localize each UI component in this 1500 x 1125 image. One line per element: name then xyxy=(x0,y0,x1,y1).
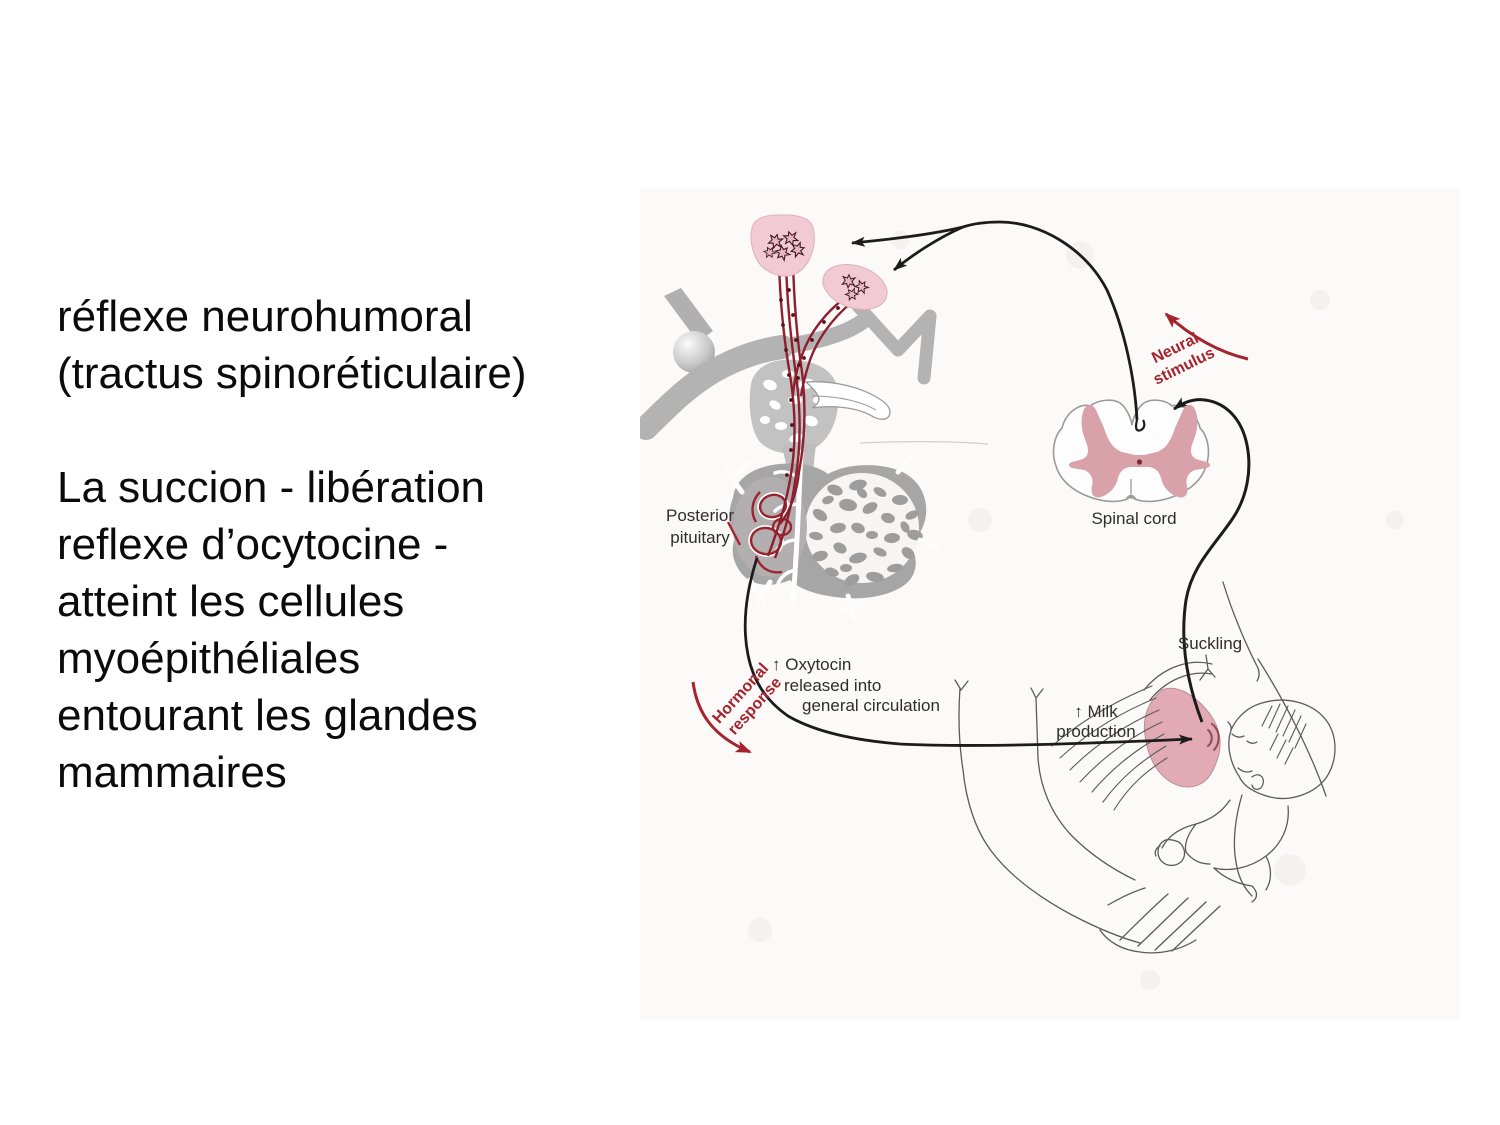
milk-production-label: production xyxy=(1056,722,1135,741)
axon-strand xyxy=(779,261,806,525)
baby-fist xyxy=(1154,838,1186,867)
breast-shape xyxy=(1143,687,1221,788)
paraventricular-nucleus xyxy=(750,214,815,277)
text-line: (tractus spinoréticulaire) xyxy=(57,349,527,398)
posterior-pituitary-label: pituitary xyxy=(670,528,730,547)
red-tick-mark xyxy=(726,521,742,546)
mother-arm-inner-edge xyxy=(1037,757,1136,881)
oxytocin-label: released into xyxy=(784,676,881,695)
pituitary-gland xyxy=(723,449,941,621)
axon-strand-son xyxy=(791,296,847,396)
baby-back-line xyxy=(1233,794,1253,897)
chest-hatch-lines xyxy=(1051,685,1168,811)
neural-path-ascending xyxy=(962,220,1139,421)
neural-path-hook xyxy=(1134,419,1146,432)
spinal-cord-label: Spinal cord xyxy=(1091,509,1176,528)
scan-noise xyxy=(748,231,1404,990)
slide-text: réflexe neurohumoral (tractus spinorétic… xyxy=(57,288,637,801)
mother-neck-line xyxy=(1222,581,1260,682)
gray-matter-butterfly xyxy=(1069,404,1210,498)
spinal-cord-section xyxy=(1052,399,1210,503)
neural-stimulus-arrow xyxy=(1164,312,1249,361)
oxytocin-label: general circulation xyxy=(802,696,940,715)
anterior-lobe-cobbles xyxy=(809,479,923,586)
fornix-band xyxy=(664,288,713,342)
text-line: réflexe neurohumoral xyxy=(57,292,473,341)
mother-shoulder-line xyxy=(1257,658,1327,797)
baby-belly xyxy=(1213,805,1289,871)
axon-beads xyxy=(779,288,840,477)
suckling-label: Suckling xyxy=(1178,634,1242,653)
ventral-fissure xyxy=(1125,479,1137,501)
mother-hand-outline xyxy=(1099,929,1197,954)
breast-top-contour xyxy=(1143,661,1213,701)
faint-skull-line xyxy=(859,441,989,445)
neural-branch-pvn xyxy=(851,225,964,247)
text-line: La succion - libération xyxy=(57,463,486,512)
baby-nose xyxy=(1227,721,1232,731)
suckling-pointer xyxy=(1199,654,1216,681)
suckling-path xyxy=(1173,397,1251,723)
axon-strand-son xyxy=(799,301,853,397)
mammillary-ribbon xyxy=(851,299,937,385)
baby-arm xyxy=(1184,823,1197,853)
text-line: atteint les cellules xyxy=(57,577,405,626)
optic-chiasm-sphere xyxy=(673,331,715,373)
stimulus-response-arrows xyxy=(691,312,1249,754)
milk-production-label: ↑ Milk xyxy=(1074,702,1118,721)
text-line: entourant les glandes xyxy=(57,691,478,740)
central-canal xyxy=(1136,459,1143,465)
physiology-figure: Posterior pituitary Neural stimulus Spin… xyxy=(640,188,1460,1020)
mother-fingers xyxy=(1107,887,1221,952)
axon-strand xyxy=(766,261,796,557)
recess-inner-line xyxy=(811,395,877,411)
baby-chin-arc xyxy=(1237,767,1253,773)
sella-bone-spurs xyxy=(723,453,941,621)
baby-hand2 xyxy=(1185,851,1211,865)
reflex-diagram-svg: Posterior pituitary Neural stimulus Spin… xyxy=(640,214,1404,990)
baby-head-outline xyxy=(1228,699,1336,800)
baby-ear xyxy=(1251,774,1264,791)
baby-legs xyxy=(1213,855,1272,903)
hypothalamic-nuclei xyxy=(750,214,888,310)
text-line-spacer xyxy=(57,402,637,459)
mother-baby-drawing xyxy=(954,581,1336,954)
neural-branch-son xyxy=(893,225,964,272)
neural-stimulus-label: Neural stimulus xyxy=(1149,330,1217,389)
text-line: myoépithéliales xyxy=(57,634,361,683)
areola-arcs xyxy=(1207,723,1220,751)
text-line: mammaires xyxy=(57,748,287,797)
reflex-arc-lines xyxy=(743,220,1251,747)
baby-eye-arcs xyxy=(1231,733,1258,744)
oxytocin-label: ↑ Oxytocin xyxy=(772,655,851,674)
posterior-pituitary-label: Posterior xyxy=(666,506,734,525)
hypothalamus-anatomy xyxy=(640,288,989,482)
arm-fork-left xyxy=(954,679,969,691)
hormonal-path xyxy=(743,557,1193,747)
hormonal-response-arrow xyxy=(691,681,752,754)
oxytocin-axon-tract xyxy=(766,261,853,559)
text-line: reflexe d’ocytocine - xyxy=(57,520,449,569)
axon-strand xyxy=(773,262,801,559)
arm-seam xyxy=(1030,687,1044,759)
third-ventricle-recess xyxy=(804,381,891,420)
baby-hair-strokes xyxy=(1261,703,1307,765)
hypothalamus-floor xyxy=(640,335,794,440)
